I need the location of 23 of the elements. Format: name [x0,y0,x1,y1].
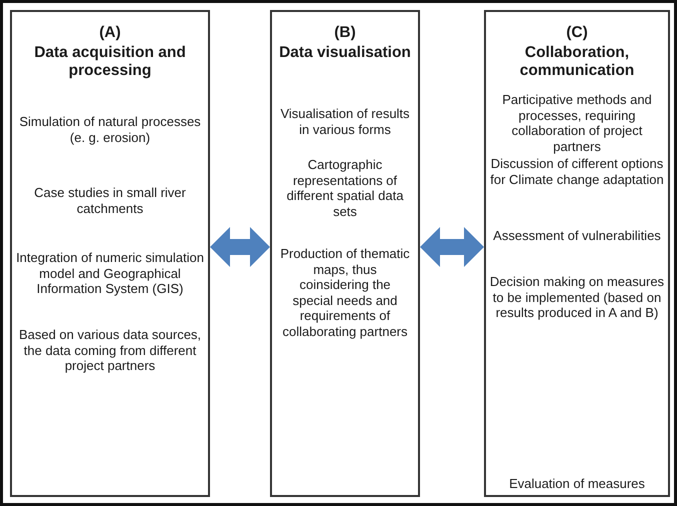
item-text: Based on various data sources, the data coming from different project partners [18,327,202,374]
item-text: Cartographic representations of different spatial data sets [286,157,404,219]
item-text: Visualisation of results in various forms [279,106,411,137]
item-text: Case studies in small river catchments [33,185,187,216]
column-panel [484,10,670,497]
section-letter: (C) [565,24,589,42]
section-heading: Data visualisation [278,44,412,62]
double-arrow [210,227,270,267]
item-text: Production of thematic maps, thus coinsidering the special needs and requirements of collaborating partners [279,246,411,339]
section-heading: Data acquisition and processing [33,44,187,80]
item-text: Simulation of natural processes (e. g. erosion) [18,114,202,145]
item-text: Evaluation of measures [508,476,646,492]
item-text: Assessment of vulnerabilities [492,228,662,244]
section-heading: Collaboration, communication [518,44,636,80]
column-panel [270,10,420,497]
double-arrow [420,227,484,267]
item-text: Discussion of cifferent options for Climate change adaptation [489,156,665,187]
column-panel [10,10,210,497]
section-letter: (A) [98,24,122,42]
item-text: Participative methods and processes, requiring collaboration of project partners [501,92,653,154]
item-text: Decision making on measures to be implemented (based on results produced in A and B) [488,274,666,320]
item-text: Integration of numeric simulation model and Geographical Information System (GIS) [16,250,204,296]
section-letter: (B) [333,24,357,42]
